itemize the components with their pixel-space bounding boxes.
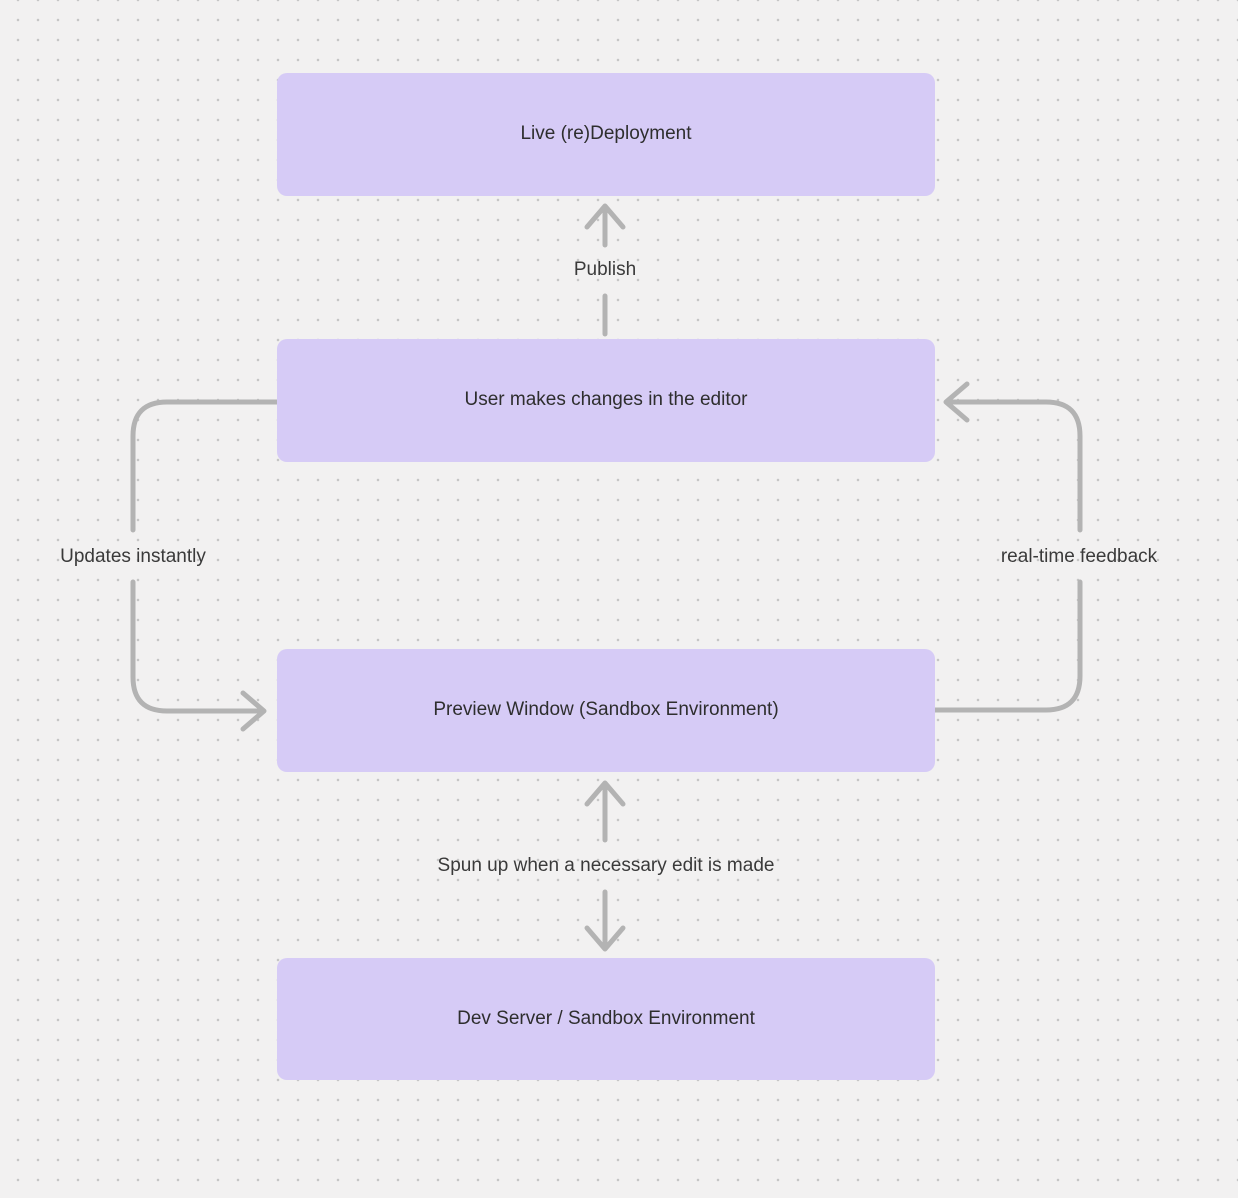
node-dev-server: Dev Server / Sandbox Environment: [277, 958, 935, 1080]
node-dev-server-label: Dev Server / Sandbox Environment: [457, 1007, 755, 1029]
edge-label-publish: Publish: [573, 259, 637, 280]
node-preview-window: Preview Window (Sandbox Environment): [277, 649, 935, 772]
node-live-deployment-label: Live (re)Deployment: [520, 123, 692, 145]
node-preview-window-label: Preview Window (Sandbox Environment): [433, 699, 779, 721]
node-editor-label: User makes changes in the editor: [464, 389, 748, 411]
node-live-deployment: Live (re)Deployment: [277, 73, 935, 196]
arrow-publish: [584, 203, 626, 337]
arrow-updates-instantly: [130, 399, 280, 732]
arrow-spun-down-to-dev-server: [584, 889, 626, 952]
edge-label-realtime-feedback: real-time feedback: [1000, 546, 1158, 567]
arrow-realtime-feedback: [932, 381, 1083, 713]
node-editor: User makes changes in the editor: [277, 339, 935, 462]
edge-label-updates-instantly: Updates instantly: [60, 546, 206, 567]
arrow-spun-up-to-preview: [584, 780, 626, 843]
edge-label-spun-up: Spun up when a necessary edit is made: [437, 855, 775, 876]
